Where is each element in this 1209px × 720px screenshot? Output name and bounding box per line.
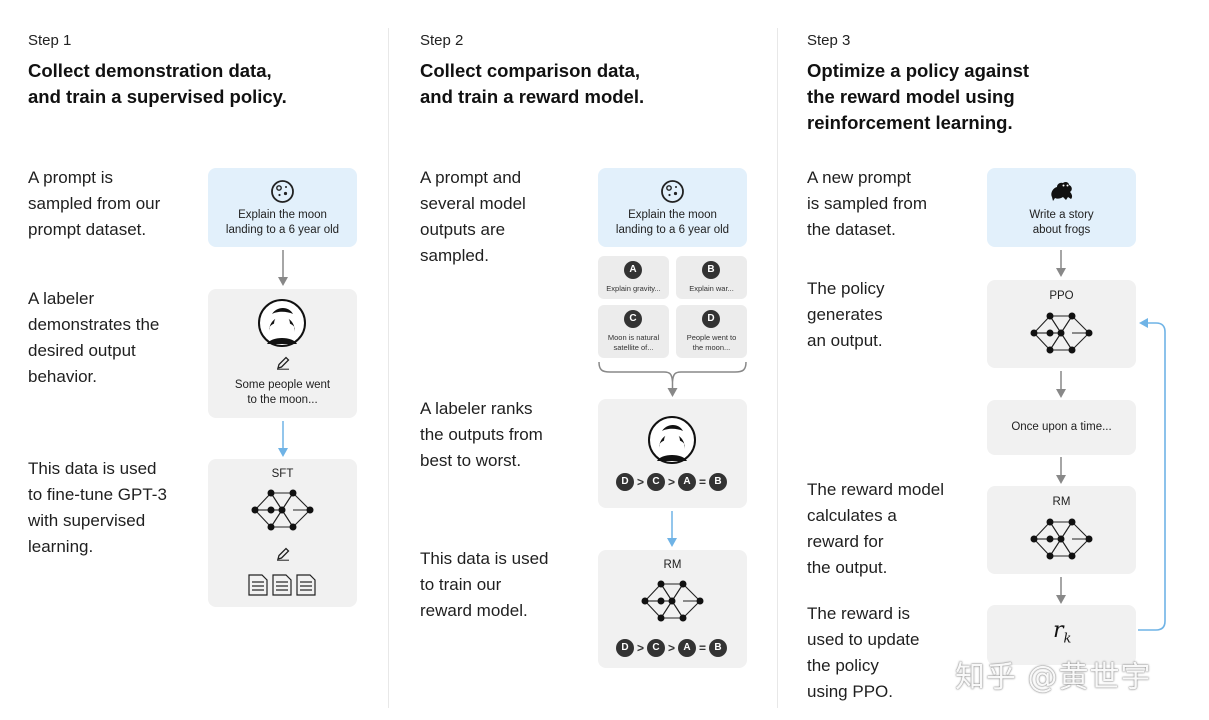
rank-operator: = — [699, 641, 707, 655]
column-divider — [777, 28, 778, 708]
step3-ppo-box: PPO — [987, 280, 1136, 368]
step1-desc-labeler: A labeler demonstrates the desired outpu… — [28, 289, 160, 386]
step1-prompt-box: Explain the moon landing to a 6 year old — [208, 168, 357, 247]
step3-title: Optimize a policy against the reward mod… — [807, 60, 1030, 133]
step1-desc-prompt: A prompt is sampled from our prompt data… — [28, 168, 161, 239]
output-option-c: C Moon is natural satellite of... — [598, 305, 669, 358]
column-divider — [388, 28, 389, 708]
feedback-arrow-icon — [1138, 318, 1166, 631]
step1-demonstration-box: Some people went to the moon... — [208, 289, 357, 418]
output-option-b: B Explain war... — [676, 256, 747, 299]
step2-ranking-box: D > C > A = B — [598, 399, 747, 508]
pencil-icon — [277, 547, 290, 561]
moon-icon — [661, 180, 684, 203]
neural-net-icon — [1030, 518, 1093, 560]
document-icon — [248, 574, 316, 596]
step2-label: Step 2 — [420, 32, 464, 49]
step1-label: Step 1 — [28, 32, 72, 49]
step2-desc-sampled: A prompt and several model outputs are s… — [420, 168, 526, 265]
rank-badge: A — [678, 473, 697, 491]
option-badge: A — [624, 261, 642, 279]
step3-reward-box: rk — [987, 605, 1136, 665]
rank-badge: B — [709, 473, 728, 491]
step3-desc-prompt: A new prompt is sampled from the dataset… — [807, 168, 927, 239]
frog-icon — [1051, 181, 1073, 201]
step3-rm-box: RM — [987, 486, 1136, 574]
arrow-down-icon — [1056, 371, 1066, 398]
arrow-down-icon — [278, 421, 288, 457]
step3-desc-update: The reward is used to update the policy … — [807, 604, 920, 701]
step1-prompt-text: Explain the moon landing to a 6 year old — [225, 209, 340, 236]
step1-title: Collect demonstration data, and train a … — [28, 60, 287, 107]
pencil-icon — [277, 356, 290, 370]
step1-demo-text: Some people went to the moon... — [234, 379, 331, 406]
step3-desc-policy: The policy generates an output. — [807, 279, 885, 350]
neural-net-icon — [1030, 312, 1093, 354]
option-text: Explain gravity... — [606, 284, 661, 293]
rank-operator: > — [668, 475, 676, 489]
arrow-down-icon — [1056, 250, 1066, 277]
rm-label: RM — [1052, 496, 1071, 508]
reward-symbol: rk — [1053, 618, 1071, 646]
rank-operator: = — [699, 475, 707, 489]
labeler-avatar-icon — [258, 299, 306, 347]
rank-badge: A — [678, 639, 697, 657]
step3-output-box: Once upon a time... — [987, 400, 1136, 455]
rank-operator: > — [668, 641, 676, 655]
option-text: Explain war... — [689, 284, 734, 293]
rank-badge: C — [647, 473, 666, 491]
rank-badge: D — [616, 473, 634, 491]
step2-prompt-box: Explain the moon landing to a 6 year old — [598, 168, 747, 247]
option-badge: C — [624, 310, 642, 328]
ranking-row: D > C > A = B — [616, 639, 728, 657]
labeler-avatar-icon — [648, 416, 696, 464]
reward-subscript: k — [1063, 631, 1072, 647]
step2-title: Collect comparison data, and train a rew… — [420, 60, 645, 107]
rank-badge: B — [709, 639, 728, 657]
arrow-down-icon — [1056, 457, 1066, 484]
step3-prompt-text: Write a story about frogs — [1029, 209, 1094, 236]
rank-badge: D — [616, 639, 634, 657]
step1-sft-box: SFT — [208, 459, 357, 607]
reward-r: r — [1053, 618, 1064, 643]
moon-icon — [271, 180, 294, 203]
step3-desc-reward-model: The reward model calculates a reward for… — [807, 480, 945, 577]
rm-label: RM — [663, 559, 682, 571]
arrow-down-icon — [278, 250, 288, 286]
bracket-arrow-icon — [598, 361, 747, 397]
ppo-label: PPO — [1049, 290, 1074, 302]
output-option-d: D People went to the moon... — [676, 305, 747, 358]
watermark-text: 知乎 @黄世宇 — [955, 660, 1152, 695]
step2-rm-box: RM D > C > A = B — [598, 550, 747, 668]
option-badge: B — [702, 261, 720, 279]
sft-label: SFT — [271, 468, 294, 480]
step2-prompt-text: Explain the moon landing to a 6 year old — [615, 209, 730, 236]
neural-net-icon — [641, 580, 704, 622]
step2-desc-ranks: A labeler ranks the outputs from best to… — [420, 399, 543, 470]
option-text: People went to the moon... — [686, 333, 737, 352]
option-text: Moon is natural satellite of... — [607, 333, 660, 352]
rank-badge: C — [647, 639, 666, 657]
step3-prompt-box: Write a story about frogs — [987, 168, 1136, 247]
option-badge: D — [702, 310, 720, 328]
ranking-row: D > C > A = B — [616, 473, 728, 491]
output-option-a: A Explain gravity... — [598, 256, 669, 299]
arrow-down-icon — [667, 511, 677, 547]
step1-desc-finetune: This data is used to fine-tune GPT-3 wit… — [28, 459, 167, 556]
neural-net-icon — [251, 489, 314, 531]
step3-label: Step 3 — [807, 32, 851, 49]
output-text: Once upon a time... — [1011, 421, 1112, 433]
rank-operator: > — [637, 475, 645, 489]
step2-desc-train: This data is used to train our reward mo… — [420, 549, 549, 620]
rank-operator: > — [637, 641, 645, 655]
arrow-down-icon — [1056, 577, 1066, 604]
